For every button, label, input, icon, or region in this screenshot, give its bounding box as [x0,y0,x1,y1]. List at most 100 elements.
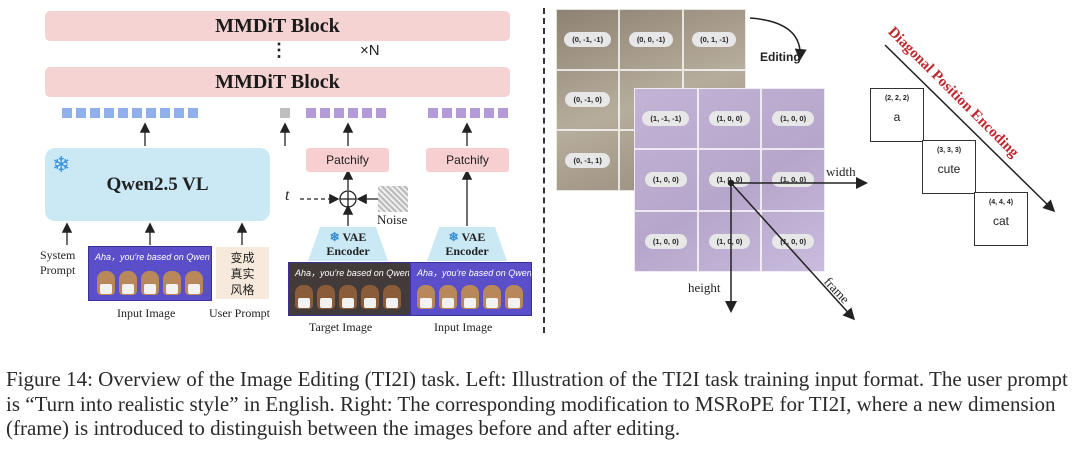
token-square [90,108,100,118]
position-label: (0, -1, 1) [565,153,610,169]
position-label: (0, 1, -1) [692,31,737,47]
token-square [376,108,386,118]
token-square [280,108,290,118]
left-arrows [61,122,473,245]
token-square [498,108,508,118]
token-square [428,108,438,118]
grid-cell: (1, 0, 0) [634,149,698,211]
grid-cell: (0, 0, -1) [619,9,683,70]
patchify-2: Patchify [426,148,509,172]
vae-2-line1: VAE [461,230,486,244]
height-axis-label: height [688,280,721,295]
system-prompt-line1: System [40,248,76,262]
grid-cell: (0, -1, 0) [556,69,620,131]
target-image: Aha，you're based on Qwen too! [288,262,410,316]
input-image-2-text: Aha，you're based on Qwen too! [417,268,532,278]
system-prompt-line2: Prompt [40,263,76,277]
edited-image-grid: (1, -1, -1) (1, 0, 0) (1, 0, 0) (1, 0, 0) (1… [634,88,825,272]
position-label: (1, 0, 0) [708,111,751,127]
grid-cell: (0, 1, -1) [682,9,746,70]
rope-index: (2, 2, 2) [884,95,910,102]
token-square [62,108,72,118]
token-square [104,108,114,118]
input-image-text: Aha，you're based on Qwen too! [95,252,211,262]
position-label: (1, 0, 0) [708,233,751,249]
user-prompt-box: 变成 真实 风格 [216,247,269,299]
position-label: (1, 0, 0) [772,233,815,249]
position-label: (1, 0, 0) [644,233,687,249]
rope-token: cat [992,214,1009,228]
vae-encoder-1: ❄ VAE Encoder [308,227,388,261]
grid-cell: (1, 0, 0) [697,88,762,150]
user-prompt-text-1: 变成 [230,251,255,265]
user-prompt-text-3: 风格 [230,283,255,297]
patchify-1: Patchify [306,148,389,172]
token-square [146,108,156,118]
rope-token: cute [937,162,961,176]
position-label: (0, -1, 0) [565,92,610,108]
rope-token: a [893,110,901,124]
ellipsis: ⋮ [270,40,288,60]
position-label: (0, 0, -1) [628,31,674,47]
input-image-caption-2: Input Image [434,320,493,334]
qwen-label: Qwen2.5 VL [106,173,209,195]
snowflake-icon: ❄ [329,230,340,244]
input-image-caption: Input Image [117,306,176,320]
repeat-label: ×N [360,42,380,59]
position-label: (1, 0, 0) [644,172,687,188]
grid-cell: (0, -1, 1) [556,130,620,191]
input-image-2: Aha，you're based on Qwen too! [410,262,532,316]
token-square [320,108,330,118]
right-arrows [725,17,1056,321]
grid-cell: (1, 0, 0) [761,88,825,150]
token-square [334,108,344,118]
position-label: (1, -1, -1) [642,111,690,127]
grid-cell: (1, -1, -1) [634,88,698,150]
vae-2-line2: Encoder [445,244,489,258]
vae-1-line2: Encoder [326,244,370,258]
token-square [456,108,466,118]
system-prompt-label: System Prompt [40,248,75,278]
token-square [470,108,480,118]
mmdit-block-bottom: MMDiT Block [45,67,510,97]
section-divider [543,8,545,333]
token-square [160,108,170,118]
token-square [348,108,358,118]
snowflake-icon: ❄ [448,230,459,244]
user-prompt-caption: User Prompt [209,306,270,320]
token-square [118,108,128,118]
vae-1-line1: VAE [342,230,367,244]
width-axis-label: width [826,164,856,179]
t-label: t [285,187,290,204]
rope-index: (3, 3, 3) [936,147,962,154]
figure-caption: Figure 14: Overview of the Image Editing… [6,367,1068,440]
token-square [484,108,494,118]
vae-encoder-2: ❄ VAE Encoder [427,227,507,261]
token-square [132,108,142,118]
noise-patch [378,186,408,212]
rope-index: (4, 4, 4) [988,199,1014,206]
token-square [76,108,86,118]
user-prompt-text-2: 真实 [230,267,255,281]
rope-box-cute: (3, 3, 3) cute [922,140,976,194]
grid-cell: (0, -1, -1) [556,9,620,70]
rope-box-cat: (4, 4, 4) cat [974,192,1028,246]
grid-cell: (1, 0, 0) [634,210,698,272]
target-image-text: Aha，you're based on Qwen too! [295,268,410,278]
snowflake-icon: ❄ [52,152,71,177]
qwen-vl-box: Qwen2.5 VL [45,148,270,221]
grid-cell: (1, 0, 0) [697,210,762,272]
token-square [174,108,184,118]
input-image: Aha，you're based on Qwen too! [88,246,212,301]
grid-cell: (1, 0, 0) [761,210,825,272]
editing-label: Editing [760,50,801,64]
position-label: (1, 0, 0) [772,111,815,127]
target-image-caption: Target Image [309,320,373,334]
rope-box-a: (2, 2, 2) a [870,88,924,142]
token-square [188,108,198,118]
token-square [442,108,452,118]
noise-label: Noise [377,212,408,227]
token-square [362,108,372,118]
mmdit-block-top: MMDiT Block [45,11,510,41]
token-square [306,108,316,118]
